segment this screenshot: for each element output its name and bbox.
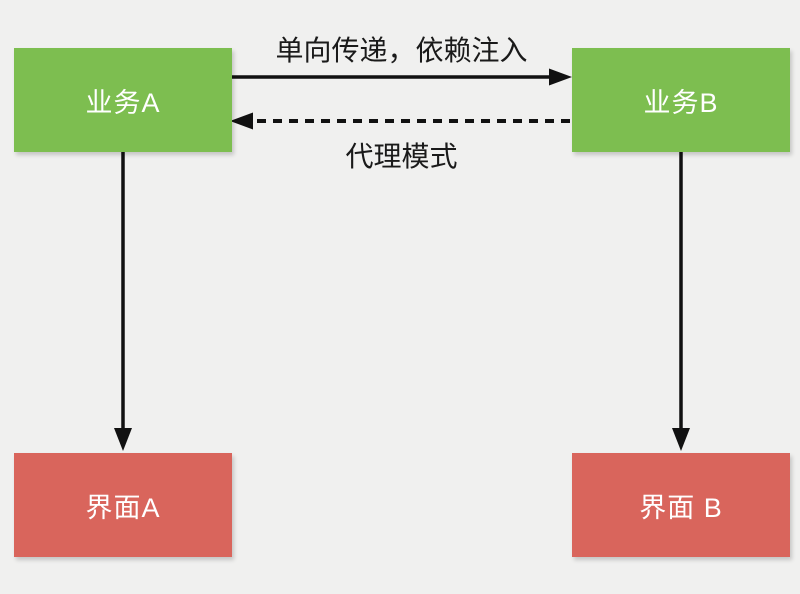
edge-label-proxy-pattern: 代理模式 bbox=[345, 141, 458, 172]
node-interface-b: 界面 B bbox=[572, 453, 790, 557]
arrow-business-b-to-interface-b bbox=[672, 152, 690, 451]
node-business-a-label: 业务A bbox=[85, 87, 161, 118]
node-business-a: 业务A bbox=[14, 48, 232, 152]
arrow-business-a-to-business-b bbox=[231, 68, 572, 86]
edge-label-dependency-injection: 单向传递，依赖注入 bbox=[275, 35, 528, 66]
node-interface-a-label: 界面A bbox=[85, 492, 161, 523]
node-business-b: 业务B bbox=[572, 48, 790, 152]
node-business-b-label: 业务B bbox=[643, 87, 719, 118]
arrow-business-a-to-interface-a bbox=[114, 152, 132, 451]
node-interface-a: 界面A bbox=[14, 453, 232, 557]
node-interface-b-label: 界面 B bbox=[639, 492, 723, 523]
arrow-business-b-to-business-a bbox=[230, 112, 570, 130]
